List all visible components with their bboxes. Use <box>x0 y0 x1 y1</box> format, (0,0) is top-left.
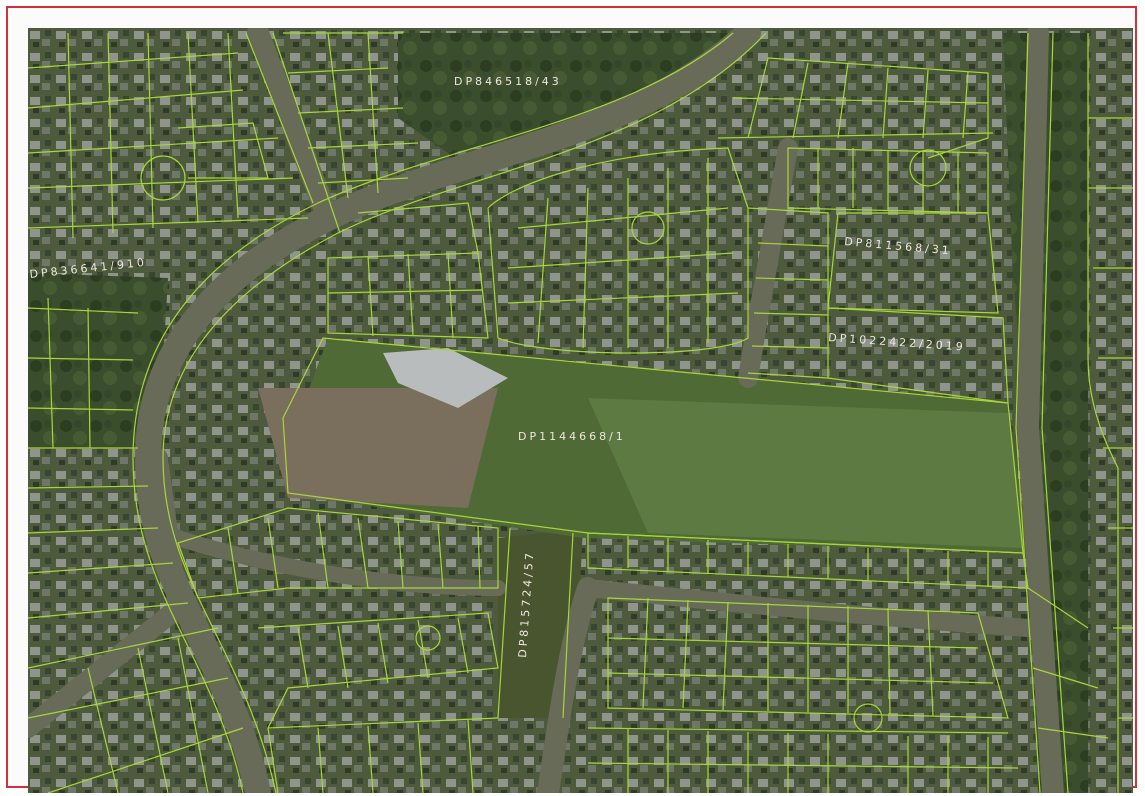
label-dp846518: DP846518/43 <box>454 75 562 88</box>
cadastral-boundaries <box>28 32 1133 793</box>
aerial-cadastral-map[interactable]: DP846518/43 DP836641/910 DP811568/31 DP1… <box>28 28 1133 793</box>
map-canvas: DP846518/43 DP836641/910 DP811568/31 DP1… <box>28 28 1133 793</box>
open-field <box>258 338 1028 553</box>
label-dp1144668: DP1144668/1 <box>518 430 626 443</box>
map-frame: DP846518/43 DP836641/910 DP811568/31 DP1… <box>6 6 1137 793</box>
